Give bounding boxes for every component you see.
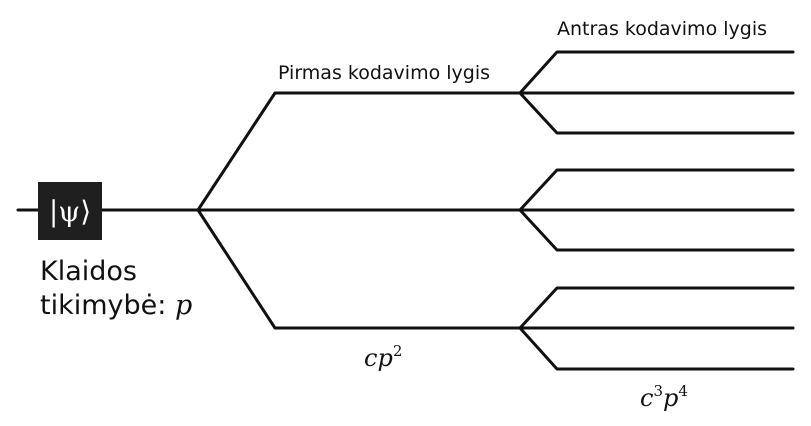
level1-probability: cp2	[364, 342, 402, 372]
error-label-prefix: tikimybė:	[40, 290, 175, 321]
level1-prob-exp: 2	[392, 342, 403, 360]
leaf-bot-3	[518, 326, 795, 371]
quantum-state-label: |ψ⟩	[48, 194, 92, 228]
level1-label: Pirmas kodavimo lygis	[278, 62, 490, 84]
level1-prob-base: cp	[364, 344, 393, 372]
branch-top	[196, 91, 522, 212]
level2-prob-exp1: 3	[653, 382, 663, 400]
leaf-mid-1	[518, 168, 795, 212]
quantum-state-box: |ψ⟩	[38, 182, 102, 240]
leaf-bot-1	[518, 286, 795, 330]
error-probability-label: Klaidos tikimybė: p	[40, 255, 192, 323]
leaf-top-3	[518, 91, 795, 135]
leaf-top-1	[518, 50, 795, 95]
leaf-mid-3	[518, 208, 795, 252]
error-label-line1: Klaidos	[40, 256, 137, 287]
level2-prob-base1: c	[640, 384, 654, 412]
level2-probability: c3p4	[640, 382, 688, 412]
branch-bottom	[196, 208, 522, 330]
level2-label: Antras kodavimo lygis	[557, 18, 767, 40]
level2-prob-base2: p	[663, 384, 679, 412]
error-label-line2: tikimybė: p	[40, 289, 192, 323]
level2-prob-exp2: 4	[678, 382, 688, 400]
error-label-var: p	[174, 290, 193, 321]
